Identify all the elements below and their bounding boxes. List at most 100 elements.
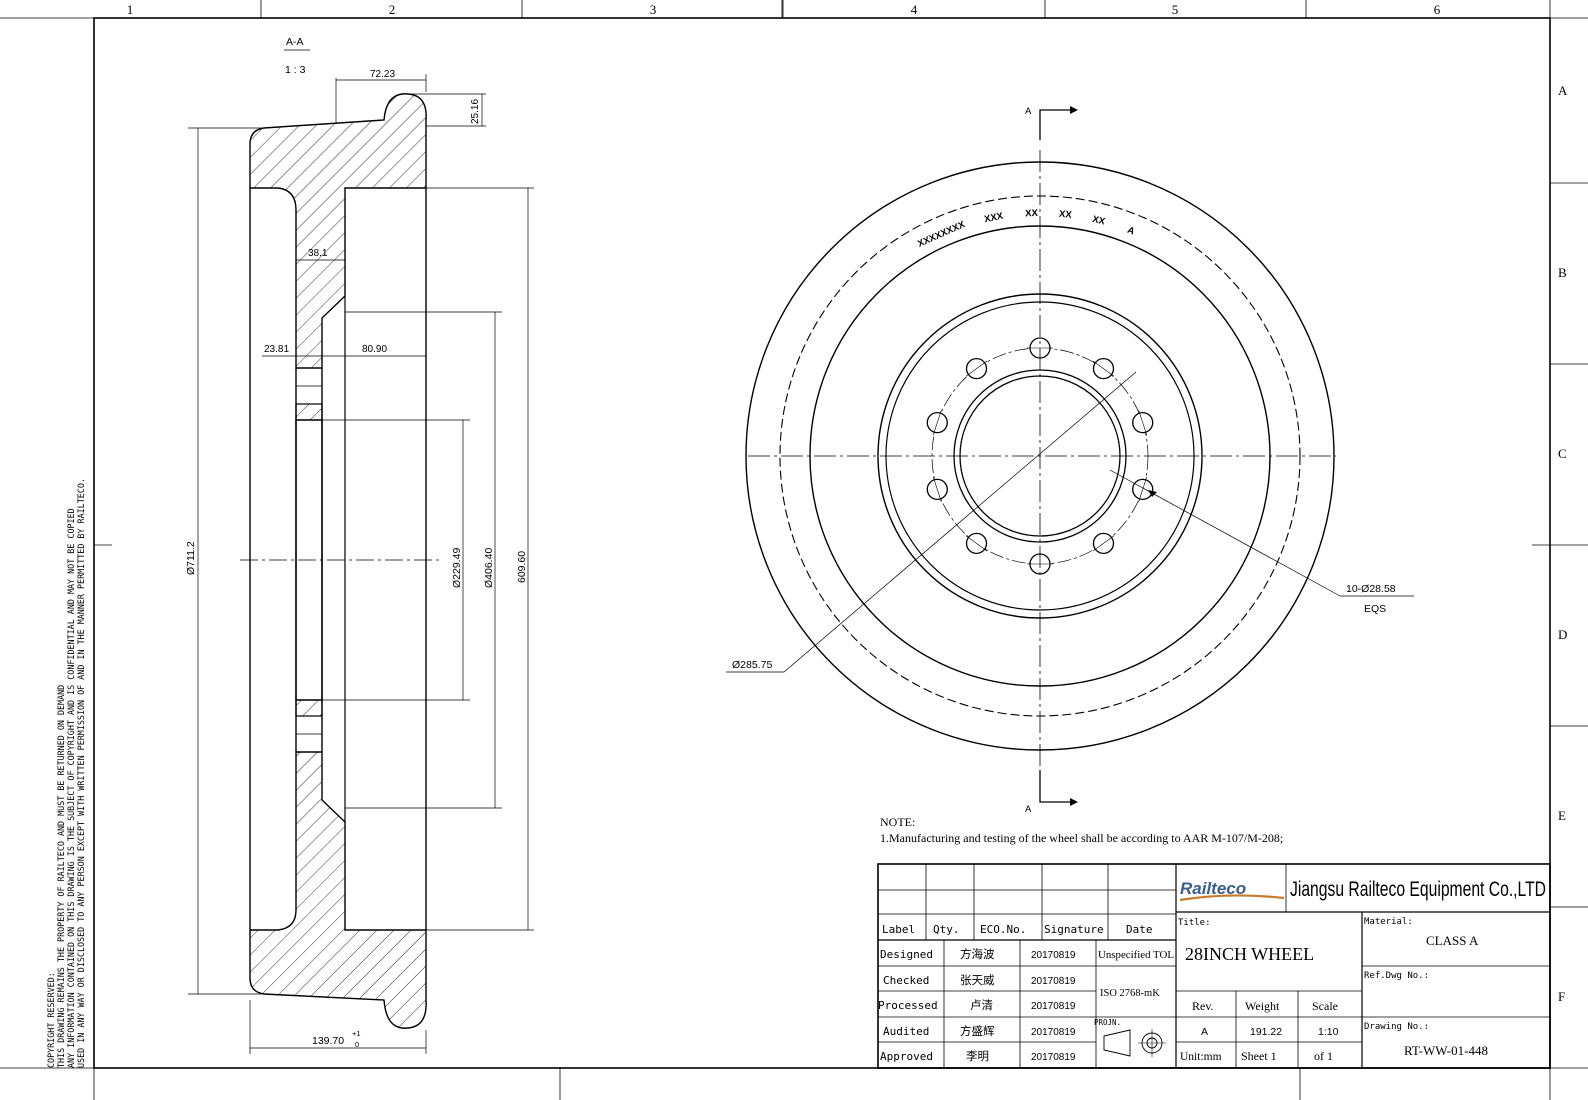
dim-tread-diameter: 609.60 xyxy=(426,187,534,931)
projection-label: PROJN. xyxy=(1094,1018,1121,1027)
zone-row-label: C xyxy=(1558,446,1567,461)
section-view-aa: A-A 1 : 3 72.23 25.1 xyxy=(185,36,534,1054)
section-rim-top xyxy=(249,93,427,369)
scale-value: 1:10 xyxy=(1318,1026,1339,1038)
scale-label: Scale xyxy=(1312,999,1338,1013)
notes: NOTE: 1.Manufacturing and testing of the… xyxy=(880,815,1283,845)
tolerance-label: Unspecified TOL xyxy=(1098,950,1174,961)
signoff-role: Designed xyxy=(880,948,933,961)
section-mark-bottom: A xyxy=(1025,804,1032,815)
rev-header-signature: Signature xyxy=(1044,923,1104,936)
stamp-mark: XX xyxy=(1025,208,1039,219)
zone-row-label: B xyxy=(1558,265,1567,280)
signoff-name: 方盛辉 xyxy=(960,1024,995,1038)
signoff-name: 张天威 xyxy=(960,974,995,987)
svg-text:Ø285.75: Ø285.75 xyxy=(732,659,772,671)
svg-text:Railteco: Railteco xyxy=(1180,879,1246,898)
material-label: Material: xyxy=(1364,917,1413,927)
title-block: Railteco Jiangsu Railteco Equipment Co.,… xyxy=(877,863,1551,1069)
sheet-of-value: of 1 xyxy=(1314,1049,1333,1063)
section-scale: 1 : 3 xyxy=(285,64,306,76)
stamp-mark: XXX xyxy=(983,211,1004,226)
signoff-role: Audited xyxy=(883,1025,929,1038)
svg-text:EQS: EQS xyxy=(1364,603,1386,615)
svg-text:25.16: 25.16 xyxy=(470,99,481,124)
copyright-line-2: THIS DRAWING REMAINS THE PROPERTY OF RAI… xyxy=(56,685,66,1068)
ref-drawing-label: Ref.Dwg No.: xyxy=(1364,971,1429,981)
section-label: A-A xyxy=(286,36,304,48)
hub-ring-top xyxy=(295,403,323,421)
bolt-hole-centre-line xyxy=(1092,535,1115,552)
zone-column-label: 3 xyxy=(650,2,657,17)
dim-hub-length: 139.70 +1 0 xyxy=(249,1000,427,1054)
dim-hub-offsets: 23.81 80.90 xyxy=(262,344,426,357)
zone-row-label: E xyxy=(1558,808,1566,823)
company-logo: Railteco xyxy=(1179,879,1285,902)
section-cut-marks: A A xyxy=(1025,106,1078,815)
copyright-line-1: COPYRIGHT RESERVED: xyxy=(46,972,56,1068)
signoff-role: Processed xyxy=(878,999,938,1012)
bolt-hole-centre-line xyxy=(965,360,988,377)
rev-header-date: Date xyxy=(1126,923,1153,936)
section-mark-top: A xyxy=(1025,106,1032,117)
projection-symbol-icon xyxy=(1103,1029,1166,1057)
note-heading: NOTE: xyxy=(880,815,915,829)
signoff-date: 20170819 xyxy=(1031,1027,1076,1038)
copyright-line-3: ANY INFORMATION CONTAINED ON THIS DRAWIN… xyxy=(66,508,76,1068)
zone-column-label: 6 xyxy=(1434,2,1441,17)
bolt-hole-centre-line xyxy=(1138,410,1148,436)
dim-web-thickness: 38.1 xyxy=(296,248,345,261)
zone-column-labels: 1 2 3 4 5 6 xyxy=(127,0,1441,1100)
svg-text:609.60: 609.60 xyxy=(516,551,528,583)
stamp-mark: XX xyxy=(1091,214,1107,228)
zone-column-label: 4 xyxy=(911,2,918,17)
bolt-hole-pattern xyxy=(926,337,1154,575)
weight-label: Weight xyxy=(1245,999,1280,1013)
section-rim-bottom xyxy=(249,751,427,1029)
bolt-hole-centre-line xyxy=(1092,360,1115,377)
rev-header-qty: Qty. xyxy=(933,923,960,936)
centre-marks xyxy=(94,0,1550,546)
signoff-name: 李明 xyxy=(966,1049,989,1063)
svg-text:23.81: 23.81 xyxy=(264,344,289,355)
note-line-1: 1.Manufacturing and testing of the wheel… xyxy=(880,831,1283,845)
signoff-name: 卢清 xyxy=(970,998,993,1012)
zone-row-label: A xyxy=(1558,83,1568,98)
signoff-name: 方海波 xyxy=(960,947,995,961)
svg-text:0: 0 xyxy=(355,1040,359,1049)
svg-text:38.1: 38.1 xyxy=(308,248,328,259)
stamp-mark: XXXXXXXX xyxy=(916,219,967,250)
company-name: Jiangsu Railteco Equipment Co.,LTD xyxy=(1290,878,1546,901)
svg-text:139.70: 139.70 xyxy=(312,1035,344,1047)
title-label: Title: xyxy=(1178,918,1211,928)
bolt-hole-centre-line xyxy=(932,410,942,436)
signoff-date: 20170819 xyxy=(1031,950,1076,961)
signoff-role: Approved xyxy=(880,1050,933,1063)
dim-flange-height: 25.16 xyxy=(410,93,486,127)
signoff-date: 20170819 xyxy=(1031,976,1076,987)
svg-text:80.90: 80.90 xyxy=(362,344,387,355)
signoff-date: 20170819 xyxy=(1031,1052,1076,1063)
hub-ring-bottom xyxy=(295,699,323,717)
zone-column-label: 2 xyxy=(389,2,396,17)
weight-value: 191.22 xyxy=(1250,1026,1282,1038)
drawing-number: RT-WW-01-448 xyxy=(1404,1043,1488,1058)
tolerance-standard: ISO 2768-mK xyxy=(1100,988,1160,999)
signoff-date: 20170819 xyxy=(1031,1001,1076,1012)
svg-text:Ø711.2: Ø711.2 xyxy=(185,541,197,575)
drawing-number-label: Drawing No.: xyxy=(1364,1022,1429,1032)
unit-value: Unit:mm xyxy=(1180,1051,1222,1063)
zone-column-label: 5 xyxy=(1172,2,1179,17)
material-value: CLASS A xyxy=(1426,933,1479,948)
dim-outer-diameter: Ø711.2 xyxy=(185,127,262,995)
zone-column-label: 1 xyxy=(127,2,134,17)
drawing-title: 28INCH WHEEL xyxy=(1185,944,1314,964)
svg-text:Ø229.49: Ø229.49 xyxy=(451,548,463,588)
zone-row-label: F xyxy=(1558,989,1565,1004)
svg-text:+1: +1 xyxy=(352,1029,361,1038)
rev-header-label: Label xyxy=(882,923,915,936)
